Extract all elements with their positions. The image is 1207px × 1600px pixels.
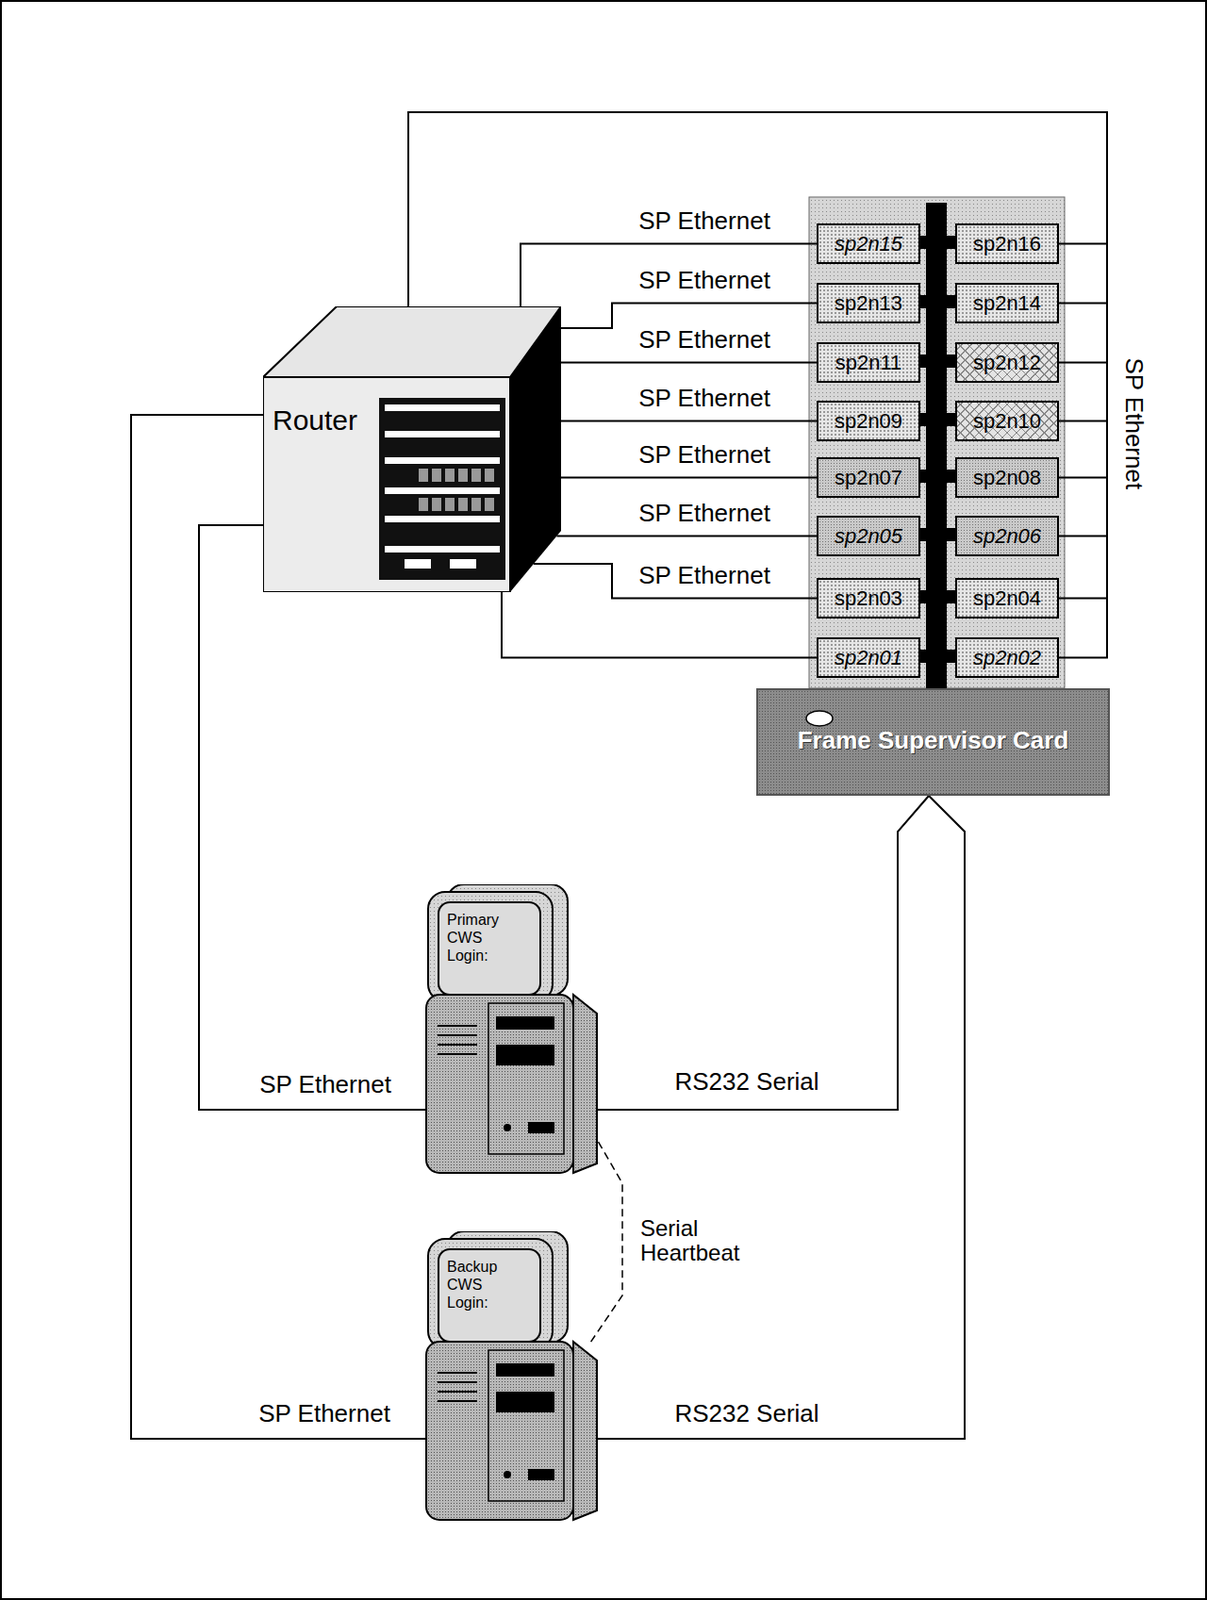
link-label: SP Ethernet	[635, 326, 774, 354]
network-link	[561, 477, 817, 480]
network-link	[501, 592, 817, 659]
card-label: Frame Supervisor Card	[758, 726, 1108, 756]
network-link	[198, 525, 427, 1110]
node-name: sp2n08	[970, 465, 1044, 491]
node-name: sp2n06	[970, 524, 1044, 549]
frame-spine	[925, 202, 947, 689]
link-label: SP Ethernet	[635, 499, 774, 528]
network-link	[408, 112, 1108, 307]
frame-supervisor-card: Frame Supervisor Card	[756, 688, 1110, 796]
sp-node: sp2n06	[955, 515, 1059, 557]
sp-node: sp2n03	[816, 578, 921, 619]
network-link	[596, 795, 929, 1110]
node-name: sp2n09	[831, 409, 906, 434]
node-name: sp2n14	[970, 291, 1044, 316]
network-link	[596, 795, 965, 1439]
frame-rack	[809, 197, 1065, 689]
node-name: sp2n04	[970, 586, 1044, 612]
sp-node: sp2n15	[816, 223, 921, 265]
sp-node: sp2n10	[955, 400, 1059, 442]
node-name: sp2n11	[832, 350, 906, 376]
sp-node: sp2n14	[955, 282, 1059, 324]
network-link	[520, 244, 817, 308]
sp-node: sp2n01	[816, 637, 921, 678]
node-name: sp2n12	[970, 350, 1044, 376]
link-label: RS232 Serial	[671, 1400, 822, 1428]
node-name: sp2n10	[970, 409, 1044, 434]
screen-text: Backup CWS Login:	[446, 1257, 515, 1313]
sp-node: sp2n09	[816, 400, 921, 442]
screen-text: Primary CWS Login:	[446, 910, 515, 966]
link-label: SP Ethernet	[256, 1071, 395, 1099]
workstation-illustration	[422, 1231, 604, 1524]
node-name: sp2n03	[831, 586, 906, 612]
sp-node: sp2n12	[955, 342, 1059, 383]
sp-node: sp2n08	[955, 457, 1059, 498]
network-link	[561, 303, 817, 330]
link-label: SP Ethernet	[635, 441, 774, 469]
link-label: SP Ethernet	[635, 384, 774, 413]
sp-node: sp2n16	[955, 223, 1059, 265]
network-link	[561, 420, 817, 423]
node-name: sp2n07	[831, 465, 906, 491]
network-link	[561, 362, 817, 364]
node-name: sp2n16	[970, 231, 1044, 257]
node-name: sp2n05	[831, 524, 906, 549]
node-name: sp2n13	[831, 291, 906, 316]
sp-node: sp2n05	[816, 515, 921, 557]
link-label: SP Ethernet	[635, 266, 774, 295]
router: Router	[263, 306, 562, 593]
network-link	[408, 112, 1108, 659]
router-label: Router	[272, 404, 358, 437]
link-label: SP Ethernet	[255, 1400, 394, 1428]
sp-node: sp2n04	[955, 578, 1059, 619]
link-label: Serial Heartbeat	[637, 1216, 761, 1267]
link-label: SP Ethernet	[635, 207, 774, 235]
link-label: SP Ethernet	[1121, 354, 1149, 493]
control-workstation: Primary CWS Login:	[422, 884, 604, 1177]
sp-node: sp2n11	[816, 342, 921, 383]
router-illustration	[263, 306, 562, 593]
network-link	[408, 112, 1108, 307]
node-name: sp2n15	[831, 231, 906, 257]
node-name: sp2n02	[970, 645, 1044, 671]
control-workstation: Backup CWS Login:	[422, 1231, 604, 1524]
network-link	[556, 535, 817, 538]
sp-node: sp2n13	[816, 282, 921, 324]
link-label: SP Ethernet	[635, 562, 774, 590]
sp-node: sp2n02	[955, 637, 1059, 678]
workstation-illustration	[422, 884, 604, 1177]
link-label: RS232 Serial	[671, 1068, 822, 1096]
sp-node: sp2n07	[816, 457, 921, 498]
node-name: sp2n01	[831, 645, 906, 671]
